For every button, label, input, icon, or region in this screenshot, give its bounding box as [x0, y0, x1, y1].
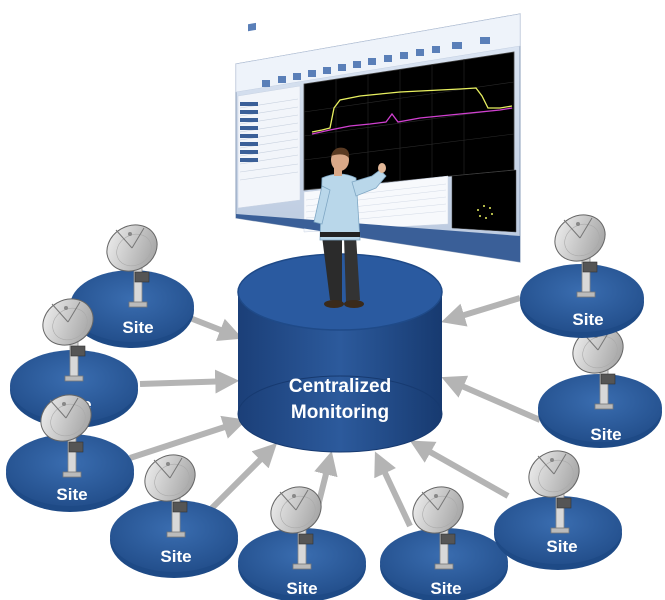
site-label-9: Site: [572, 310, 603, 329]
site-bottom-center-right: Site: [380, 477, 508, 600]
site-label-6: Site: [430, 579, 461, 598]
site-label-5: Site: [286, 579, 317, 598]
arrow-from-site-left-upper: [188, 315, 243, 342]
site-label-4: Site: [160, 547, 191, 566]
person-icon: [313, 147, 387, 308]
arrow-from-site-right-lower: [441, 375, 542, 423]
arrow-from-site-left-middle: [139, 369, 240, 394]
site-left-lower: Site: [6, 385, 134, 512]
site-left-upper: Site: [70, 215, 194, 348]
site-right-lower: Site: [538, 317, 662, 448]
site-label-1: Site: [122, 318, 153, 337]
arrow-from-site-bottom-right: [409, 440, 510, 499]
hub-label-line2: Monitoring: [291, 402, 389, 423]
arrow-from-site-bottom-center-right: [374, 451, 413, 528]
arrow-from-site-bottom-left: [209, 442, 278, 511]
site-left-middle: Site: [10, 289, 138, 428]
site-right-upper: Site: [520, 205, 644, 338]
monitor-window-icon: [235, 13, 521, 263]
arrow-from-site-left-lower: [129, 415, 247, 461]
site-label-3: Site: [56, 485, 87, 504]
site-label-7: Site: [546, 537, 577, 556]
arrow-from-site-bottom-center-left: [314, 451, 338, 507]
site-bottom-right: Site: [494, 441, 622, 570]
centralized-monitoring-hub: Centralized Monitoring: [237, 253, 443, 453]
site-bottom-left: Site: [110, 445, 238, 578]
hub-label-line1: Centralized: [289, 376, 391, 397]
arrow-from-site-right-upper: [441, 295, 521, 327]
arrows: [129, 295, 542, 528]
site-bottom-center-left: Site: [238, 477, 366, 600]
site-label-8: Site: [590, 425, 621, 444]
